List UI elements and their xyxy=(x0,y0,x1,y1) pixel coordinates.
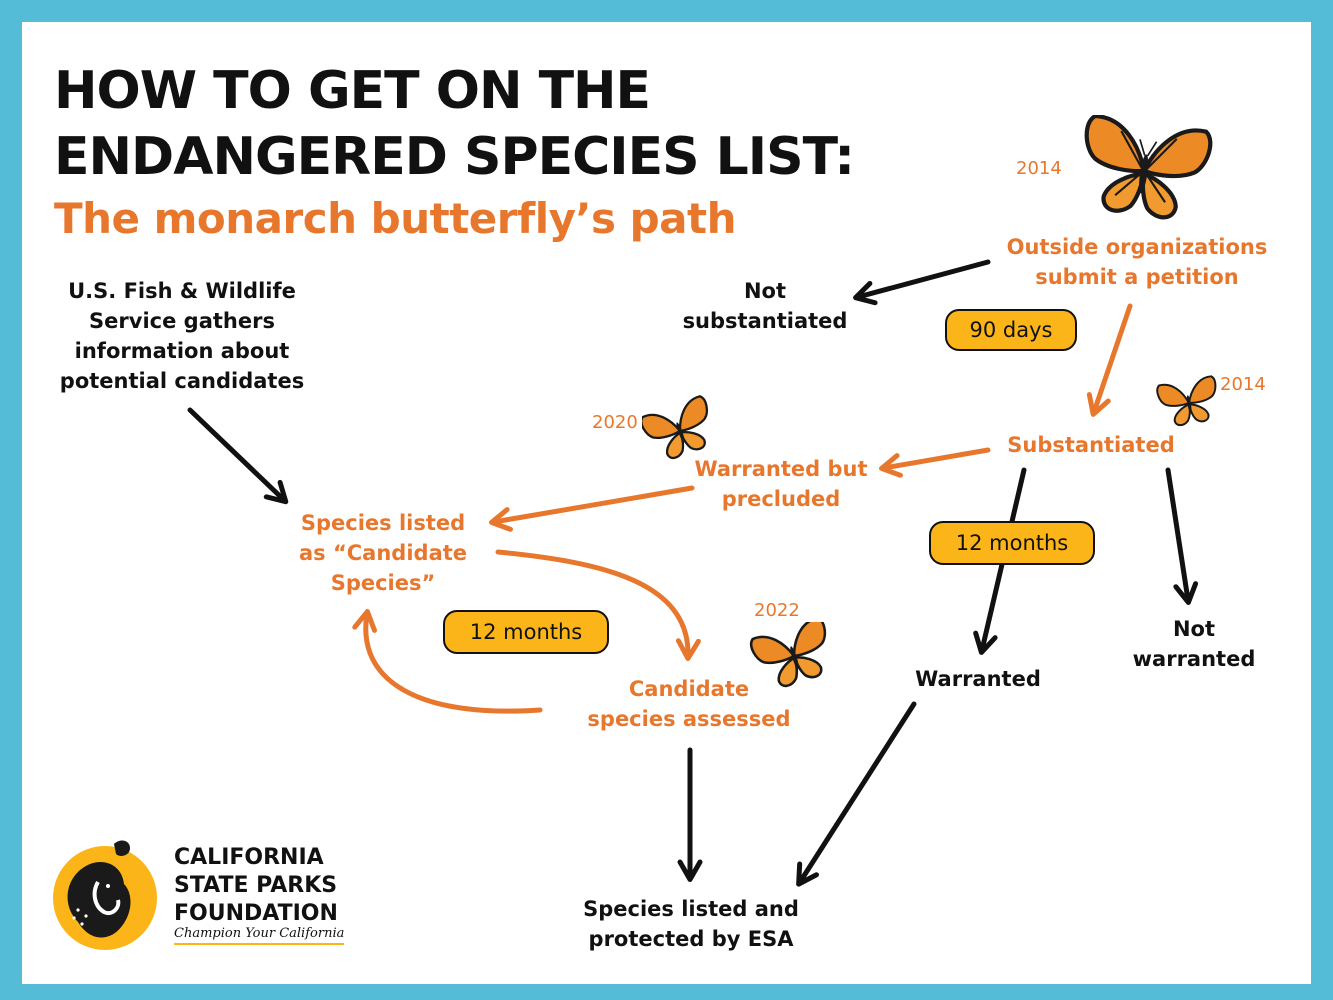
arrow-warranted-to-listed xyxy=(796,701,917,887)
title-line-2: ENDANGERED SPECIES LIST: xyxy=(54,127,855,187)
node-candidate-listed: Species listed as “Candidate Species” xyxy=(298,511,468,595)
year-substantiated: 2014 xyxy=(1220,374,1266,395)
page-subtitle: The monarch butterfly’s path xyxy=(54,194,736,243)
year-candidate-assessed: 2022 xyxy=(754,600,800,621)
node-substantiated: Substantiated xyxy=(1007,433,1175,457)
arrow-petition-to-substantiated xyxy=(1086,303,1133,417)
monarch-butterfly-icon xyxy=(750,622,827,688)
node-fws: U.S. Fish & Wildlife Service gathers inf… xyxy=(59,279,305,393)
node-warranted-precluded: Warranted but precluded xyxy=(694,457,868,511)
node-listed-protected: Species listed and protected by ESA xyxy=(583,897,799,951)
arrow-assessed-to-candidate xyxy=(352,609,543,714)
node-not-substantiated: Not substantiated xyxy=(682,279,848,333)
node-warranted: Warranted xyxy=(915,667,1041,691)
node-petition: Outside organizations submit a petition xyxy=(1006,235,1268,289)
page-title: HOW TO GET ON THE ENDANGERED SPECIES LIS… xyxy=(54,58,855,190)
monarch-butterfly-icon xyxy=(642,395,708,460)
arrow-to-not-substantiated xyxy=(853,259,991,306)
arrow-to-not-warranted xyxy=(1165,467,1199,605)
flow-arrows xyxy=(187,259,1199,887)
logo-wordmark: CALIFORNIA STATE PARKS FOUNDATION xyxy=(174,845,338,926)
year-petition: 2014 xyxy=(1016,158,1062,179)
duration-90-days: 90 days xyxy=(945,309,1077,351)
monarch-butterfly-icon xyxy=(1156,375,1217,427)
duration-12-months-review: 12 months xyxy=(443,610,609,654)
infographic: HOW TO GET ON THE ENDANGERED SPECIES LIS… xyxy=(22,22,1311,984)
quail-logo-icon xyxy=(53,840,157,950)
arrow-precluded-to-candidate xyxy=(489,485,695,532)
arrow-to-warranted-precluded xyxy=(879,447,991,478)
node-not-warranted: Not warranted xyxy=(1132,617,1256,671)
title-line-1: HOW TO GET ON THE xyxy=(54,61,651,121)
monarch-butterfly-icon xyxy=(1084,115,1213,220)
arrow-candidate-to-assessed xyxy=(495,549,701,661)
node-candidate-assessed: Candidate species assessed xyxy=(587,677,791,731)
duration-12-months-decision: 12 months xyxy=(929,521,1095,565)
arrow-fws-to-candidate xyxy=(187,407,289,505)
logo-tagline: Champion Your California xyxy=(174,926,345,945)
year-warranted-precluded: 2020 xyxy=(592,412,638,433)
